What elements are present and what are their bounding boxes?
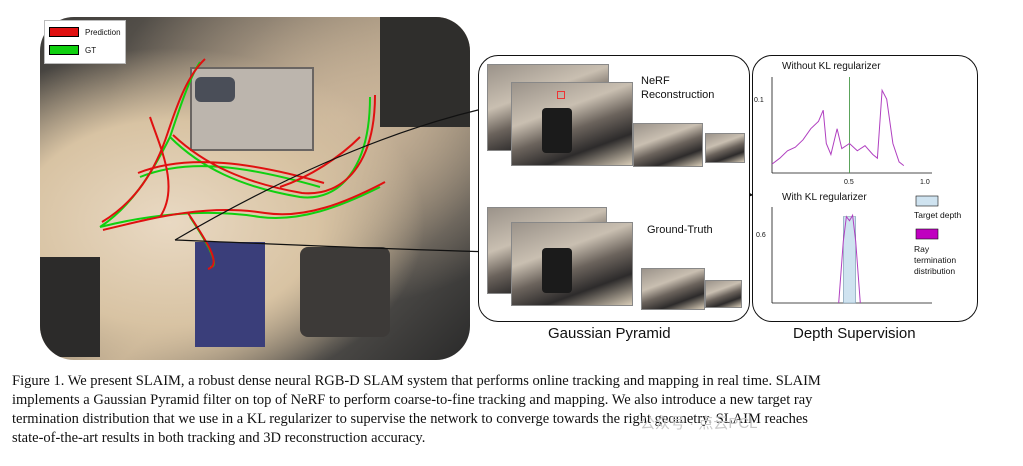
chart2-ray-distribution bbox=[838, 213, 861, 304]
prediction-swatch bbox=[49, 27, 79, 37]
arrow-to-nerf bbox=[174, 102, 502, 241]
caption-line-1: Figure 1. We present SLAIM, a robust den… bbox=[12, 373, 821, 389]
watermark: 公众号 · 点云PCL bbox=[640, 415, 758, 432]
target-depth-label: Target depth bbox=[914, 210, 962, 220]
chart1-xtick-label-0: 0.5 bbox=[844, 179, 854, 186]
ray-termination-swatch bbox=[915, 228, 939, 240]
figure-caption: Figure 1. We present SLAIM, a robust den… bbox=[12, 372, 1012, 448]
nerf-pyramid-level-3 bbox=[705, 133, 745, 163]
depth-charts: Without KL regularizer 0.1 0.5 1.0 With … bbox=[754, 61, 962, 304]
arrow-to-gt bbox=[174, 239, 502, 257]
scene-cushion bbox=[195, 77, 235, 102]
depth-supervision-title: Depth Supervision bbox=[793, 325, 916, 342]
scene-shelf bbox=[380, 17, 470, 127]
scene-corner bbox=[40, 257, 100, 357]
ray-label-line1: Ray bbox=[914, 244, 930, 254]
caption-line-3: termination distribution that we use in … bbox=[12, 411, 808, 427]
chart2-target-band bbox=[843, 216, 856, 304]
trajectory-overlay bbox=[99, 58, 386, 270]
gt-label: Ground-Truth bbox=[647, 224, 713, 236]
ray-label-line3: distribution bbox=[914, 266, 955, 276]
caption-line-4: state-of-the-art results in both trackin… bbox=[12, 430, 426, 446]
scene-bed bbox=[195, 242, 265, 347]
ray-label-line2: termination bbox=[914, 255, 956, 265]
legend-prediction: Prediction bbox=[49, 25, 121, 39]
gt-pyramid-level-1 bbox=[511, 222, 633, 306]
gt-pyramid-level-3 bbox=[705, 280, 742, 308]
legend-prediction-label: Prediction bbox=[85, 27, 121, 37]
gt-pyramid-level-2 bbox=[641, 268, 705, 310]
gaussian-pyramid-title: Gaussian Pyramid bbox=[548, 325, 671, 342]
chart1-xtick-label-1: 1.0 bbox=[920, 179, 930, 186]
chart2-title: With KL regularizer bbox=[782, 192, 867, 203]
nerf-label-line1: NeRF bbox=[641, 75, 670, 87]
target-depth-swatch bbox=[915, 195, 939, 207]
chair-shape bbox=[542, 248, 572, 293]
reconstruction-scene-image bbox=[40, 17, 470, 360]
chart1-ytick-label: 0.1 bbox=[754, 97, 764, 104]
scene-furniture bbox=[300, 247, 390, 337]
chart1-title: Without KL regularizer bbox=[782, 61, 881, 72]
probe-marker bbox=[557, 91, 565, 99]
chart2-ytick-label: 0.6 bbox=[756, 232, 766, 239]
chart1-ray-distribution bbox=[771, 88, 905, 166]
nerf-label-line2: Reconstruction bbox=[641, 89, 715, 101]
nerf-pyramid-level-1 bbox=[511, 82, 633, 166]
prediction-trajectory bbox=[101, 58, 386, 270]
trajectory-legend: Prediction GT bbox=[44, 20, 126, 64]
caption-line-2: implements a Gaussian Pyramid filter on … bbox=[12, 392, 813, 408]
chair-shape bbox=[542, 108, 572, 153]
depth-supervision-panel bbox=[752, 55, 978, 322]
legend-gt-label: GT bbox=[85, 45, 97, 55]
legend-gt: GT bbox=[49, 43, 96, 57]
gt-trajectory bbox=[99, 61, 381, 268]
gt-swatch bbox=[49, 45, 79, 55]
nerf-pyramid-level-2 bbox=[633, 123, 703, 167]
